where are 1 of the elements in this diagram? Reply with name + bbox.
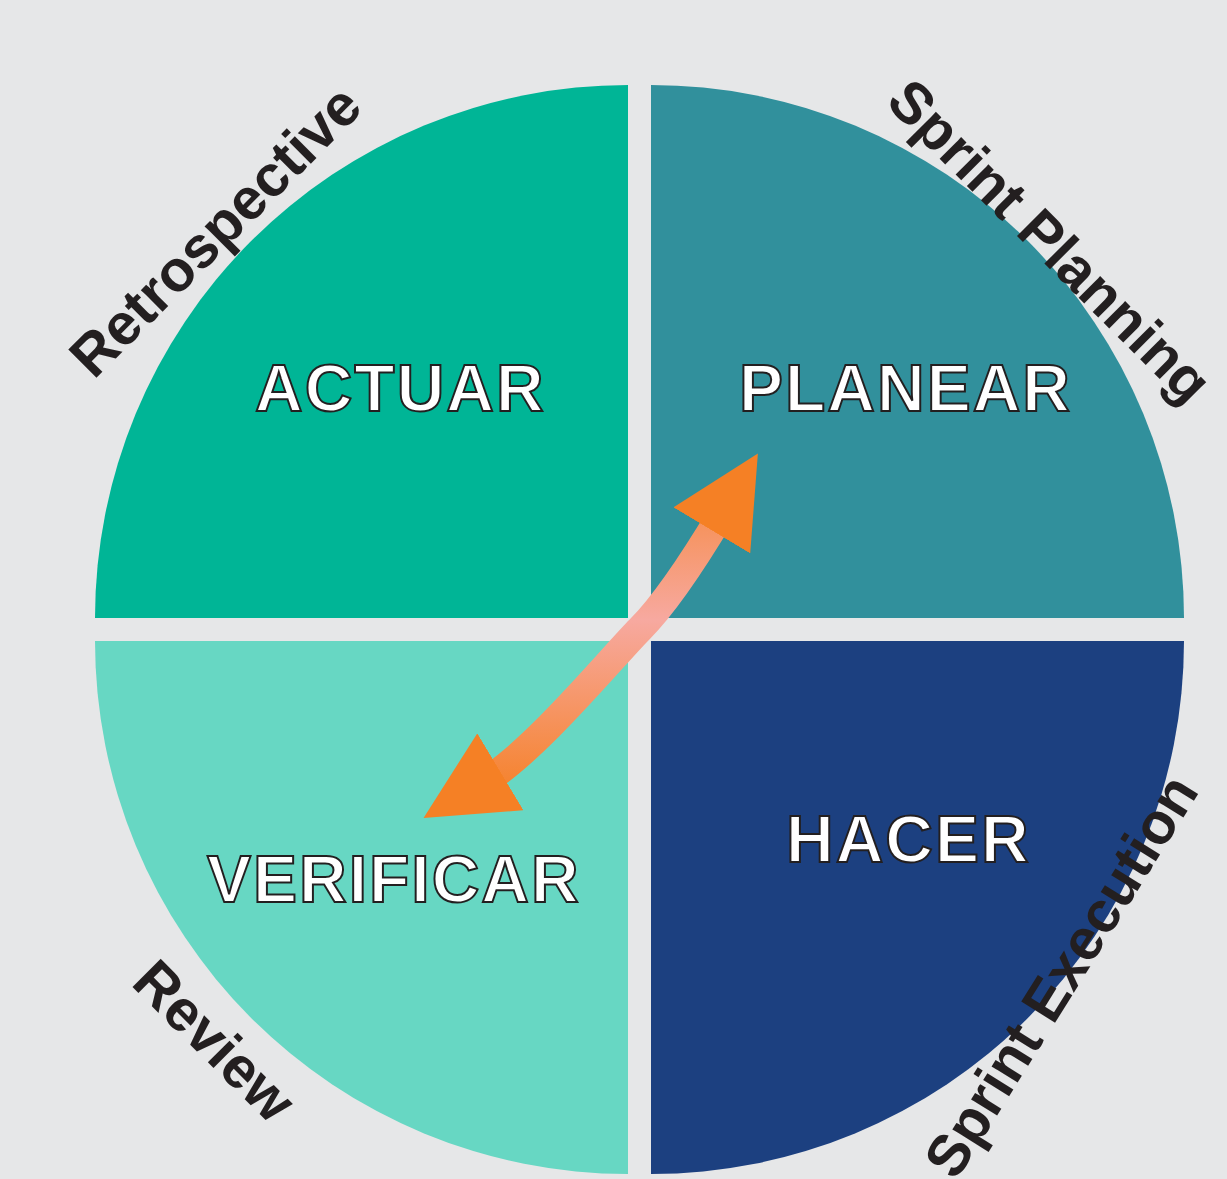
phase-title: VERIFICAR — [207, 841, 581, 917]
